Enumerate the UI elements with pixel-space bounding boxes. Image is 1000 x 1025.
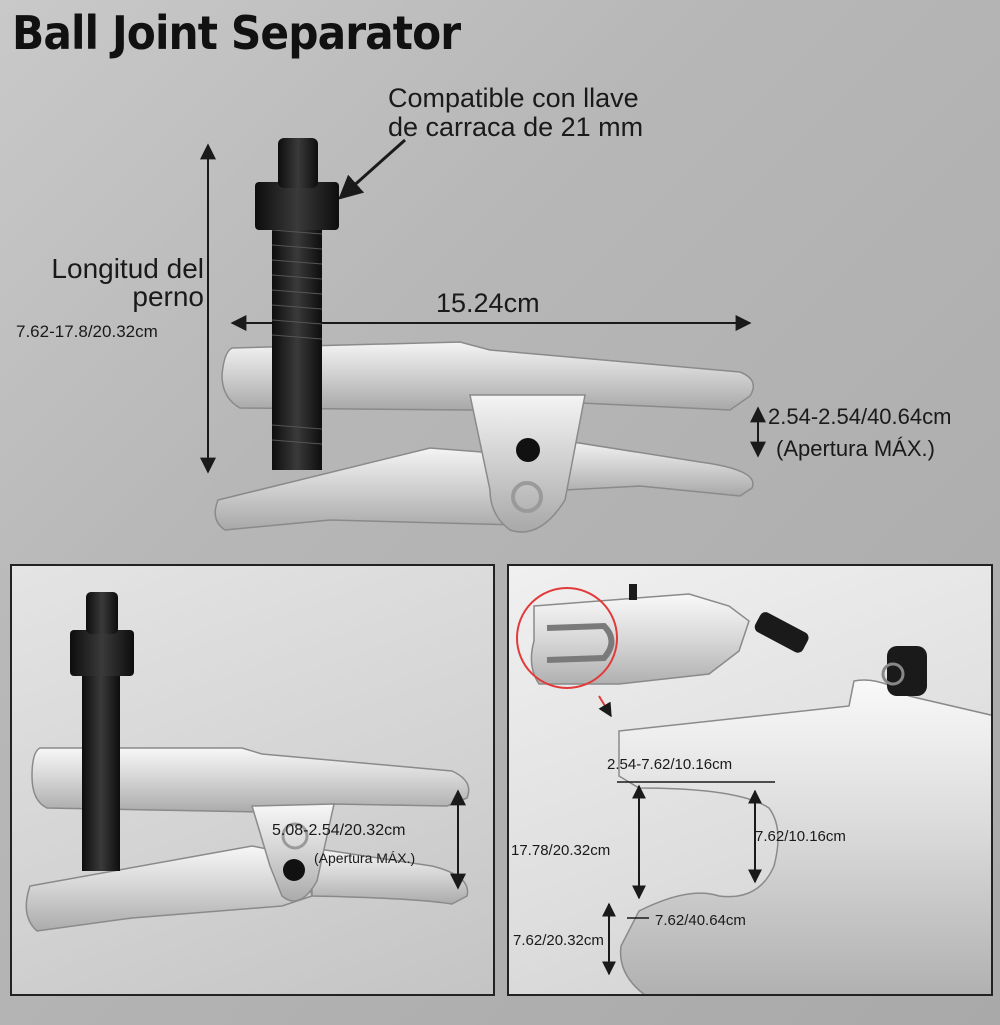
- fork-width-label: 2.54-7.62/10.16cm: [607, 756, 733, 773]
- bolt-thread: [272, 210, 322, 470]
- side-view-panel: 5.08-2.54/20.32cm (Apertura MÁX.): [10, 564, 495, 996]
- opening-range-label: 2.54-2.54/40.64cm: [768, 404, 952, 429]
- side-opening-range-label: 5.08-2.54/20.32cm: [272, 822, 406, 839]
- product-title: Ball Joint Separator: [12, 6, 461, 60]
- tip-height-label: 7.62/20.32cm: [513, 932, 604, 949]
- side-opening-note-label: (Apertura MÁX.): [314, 850, 416, 866]
- main-tool-illustration: [200, 138, 766, 533]
- compat-note: Compatible con llave de carraca de 21 mm: [388, 84, 643, 142]
- bolt-label-line-1: Longitud del: [51, 253, 204, 284]
- tip-width-label: 7.62/40.64cm: [655, 912, 746, 929]
- pivot-hole: [511, 481, 543, 513]
- side-view-illustration: [25, 592, 470, 932]
- lower-fork: [559, 439, 754, 497]
- bolt-range-label: 7.62-17.8/20.32cm: [16, 322, 158, 341]
- bolt-label-line-2: perno: [132, 281, 204, 312]
- fork-detail-illustration: [516, 584, 991, 994]
- highlight-circle: [516, 587, 618, 689]
- upper-arm: [221, 341, 755, 411]
- pivot-pin: [516, 438, 540, 462]
- length-label: 15.24cm: [436, 288, 540, 318]
- fork-depth-label: 17.78/20.32cm: [511, 842, 611, 859]
- pivot-body: [469, 394, 586, 533]
- fork-detail-panel: 2.54-7.62/10.16cm 7.62/10.16cm 17.78/20.…: [507, 564, 993, 996]
- bolt-head: [278, 138, 318, 188]
- hex-nut: [255, 182, 339, 230]
- fork-inner-depth-label: 7.62/10.16cm: [755, 828, 846, 845]
- bolt-length-label: Longitud del perno: [20, 255, 204, 311]
- compat-pointer-arrow: [338, 138, 406, 200]
- opening-note-label: (Apertura MÁX.): [776, 436, 935, 461]
- compat-line-2: de carraca de 21 mm: [388, 112, 644, 142]
- compat-line-1: Compatible con llave: [388, 83, 639, 113]
